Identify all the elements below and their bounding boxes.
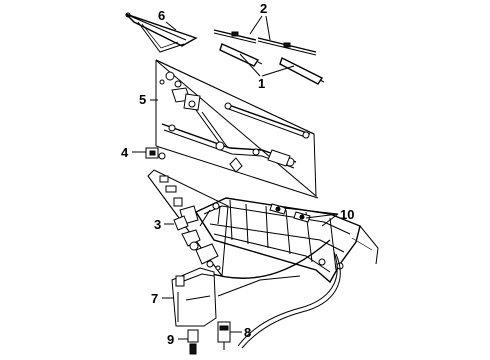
cowl-panel-structure xyxy=(194,197,379,284)
wiper-arm-pair-part xyxy=(219,43,325,85)
washer-reservoir-part xyxy=(171,267,217,327)
wiper-blade-insert-part xyxy=(125,12,198,53)
callout-leader-2a xyxy=(249,15,263,35)
callout-leader-2b xyxy=(265,15,271,41)
callout-5: 5 xyxy=(139,92,146,107)
callout-1: 1 xyxy=(258,76,265,91)
callout-10: 10 xyxy=(340,207,354,222)
callout-leader-1b xyxy=(261,65,295,77)
wiper-motor-part xyxy=(159,175,221,271)
wiper-linkage-part xyxy=(159,71,311,173)
washer-pump-part xyxy=(217,321,231,350)
callout-leader-6 xyxy=(165,21,177,31)
callout-leader-10a xyxy=(283,207,339,215)
hose-connector-part xyxy=(187,329,199,355)
callout-leader-1a xyxy=(239,53,261,77)
callout-3: 3 xyxy=(154,217,161,232)
callout-leader-10b xyxy=(305,213,339,219)
callout-leader-10c xyxy=(321,213,339,227)
callout-4: 4 xyxy=(121,145,129,160)
washer-hose-part xyxy=(205,239,341,349)
callout-8: 8 xyxy=(244,325,251,340)
washer-nozzle-part xyxy=(269,203,311,223)
wiper-blade-pair-part xyxy=(213,29,317,56)
callout-7: 7 xyxy=(151,291,158,306)
callout-9: 9 xyxy=(167,332,174,347)
grommet-part xyxy=(145,147,166,160)
callout-6: 6 xyxy=(158,8,165,23)
callout-2: 2 xyxy=(260,1,267,16)
wiper-linkage-panel xyxy=(155,59,319,199)
